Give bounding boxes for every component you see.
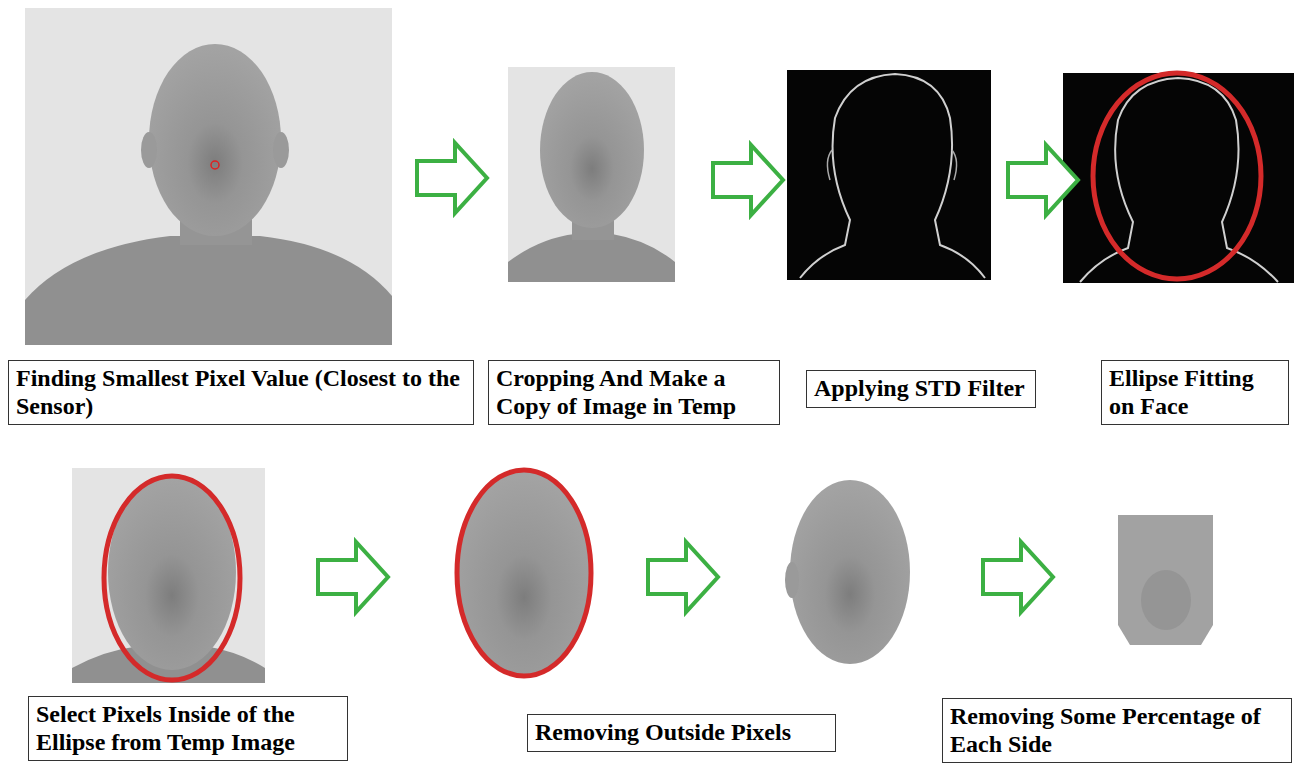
- caption-text: Finding Smallest Pixel Value (Closest to…: [16, 365, 466, 420]
- temp-image-with-ellipse: [72, 468, 265, 683]
- caption-box: Finding Smallest Pixel Value (Closest to…: [8, 360, 474, 425]
- caption-text: Ellipse Fitting on Face: [1109, 365, 1281, 420]
- caption-box: Select Pixels Inside of the Ellipse from…: [28, 696, 348, 761]
- trimmed-face-image: [1118, 515, 1213, 645]
- caption-text: Removing Outside Pixels: [535, 719, 828, 747]
- caption-box: Applying STD Filter: [806, 370, 1036, 408]
- std-filter-image: [787, 70, 991, 280]
- caption-box: Ellipse Fitting on Face: [1101, 360, 1289, 425]
- face-only-image: [785, 480, 910, 664]
- caption-text: Removing Some Percentage of Each Side: [950, 703, 1284, 758]
- caption-text: Applying STD Filter: [814, 375, 1028, 403]
- cropped-image: [508, 67, 675, 282]
- closest-point: [211, 161, 219, 169]
- ellipse-fit-image: [1063, 73, 1294, 283]
- depth-image: [25, 8, 392, 345]
- caption-box: Removing Outside Pixels: [527, 714, 836, 752]
- caption-text: Cropping And Make a Copy of Image in Tem…: [496, 365, 772, 420]
- caption-text: Select Pixels Inside of the Ellipse from…: [36, 701, 340, 756]
- caption-box: Removing Some Percentage of Each Side: [942, 698, 1292, 763]
- selected-pixels-image: [457, 470, 591, 676]
- caption-box: Cropping And Make a Copy of Image in Tem…: [488, 360, 780, 425]
